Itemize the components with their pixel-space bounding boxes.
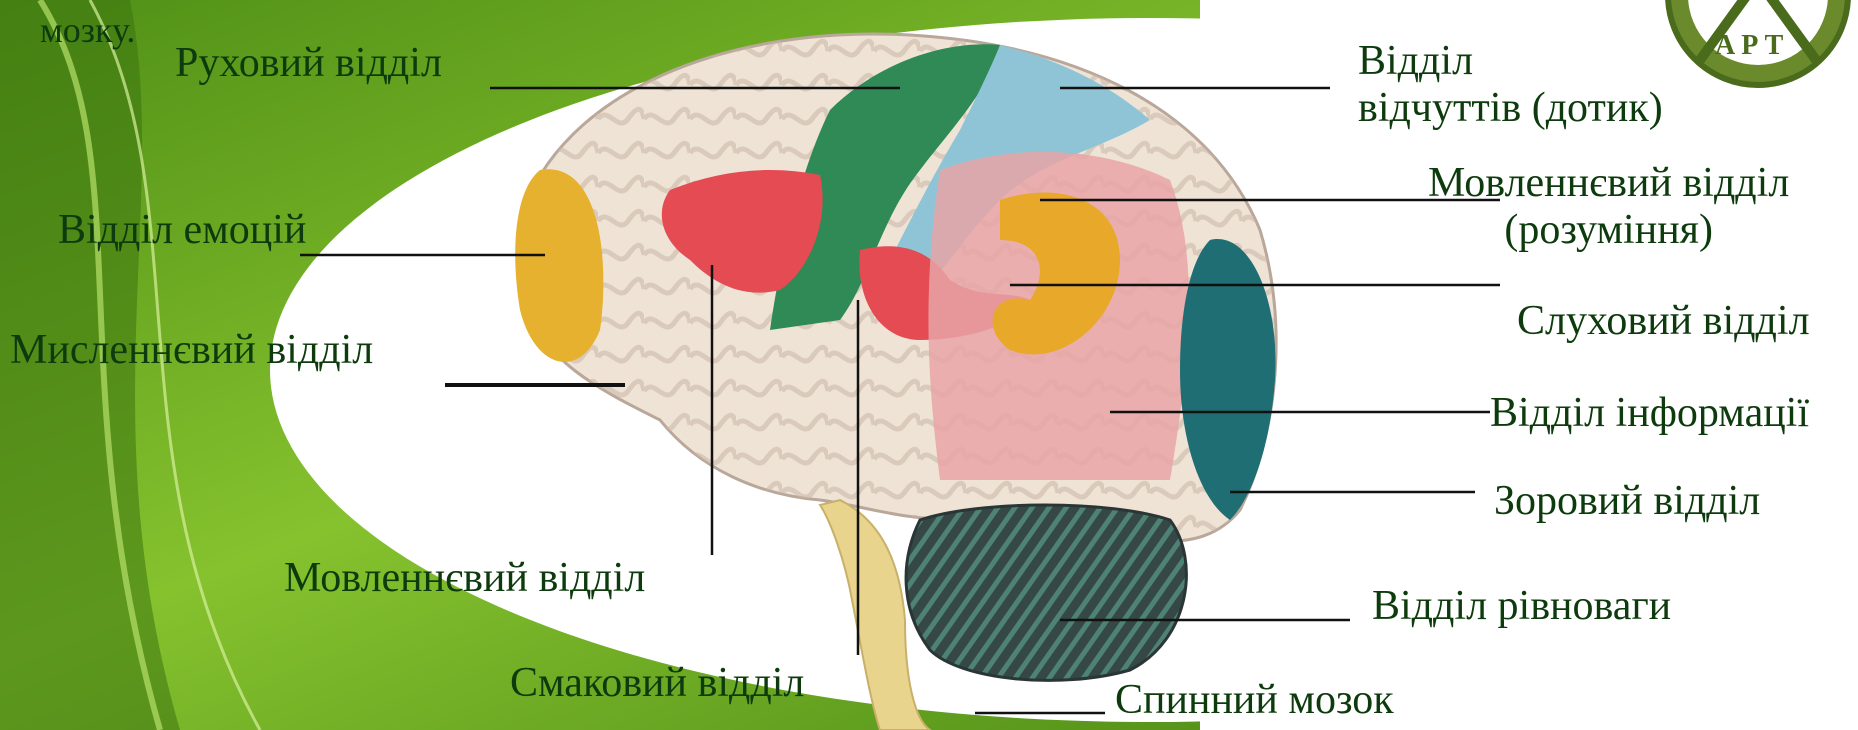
label-spinal-cord: Спинний мозок: [1115, 677, 1394, 724]
label-sensation-line2: відчуттів (дотик): [1358, 85, 1663, 132]
label-emotion: Відділ емоцій: [58, 207, 306, 254]
label-auditory: Слуховий відділ: [1517, 298, 1810, 345]
label-speech-understanding: Мовленнєвий відділ (розуміння): [1428, 160, 1789, 254]
label-sensation-line1: Відділ: [1358, 38, 1663, 85]
logo-text: АРТ: [1715, 30, 1789, 61]
label-balance: Відділ рівноваги: [1372, 583, 1671, 630]
label-speech-understanding-line1: Мовленнєвий відділ: [1428, 160, 1789, 207]
label-taste: Смаковий відділ: [510, 660, 804, 707]
label-thinking: Мисленнєвий відділ: [10, 327, 373, 374]
label-motor: Руховий відділ: [175, 40, 442, 87]
fragment-text: мозку.: [40, 10, 135, 50]
label-speech-understanding-line2: (розуміння): [1428, 207, 1789, 254]
label-information: Відділ інформації: [1490, 390, 1809, 437]
label-sensation: Відділ відчуттів (дотик): [1358, 38, 1663, 132]
label-visual: Зоровий відділ: [1494, 478, 1760, 525]
label-speech: Мовленнєвий відділ: [284, 555, 645, 602]
